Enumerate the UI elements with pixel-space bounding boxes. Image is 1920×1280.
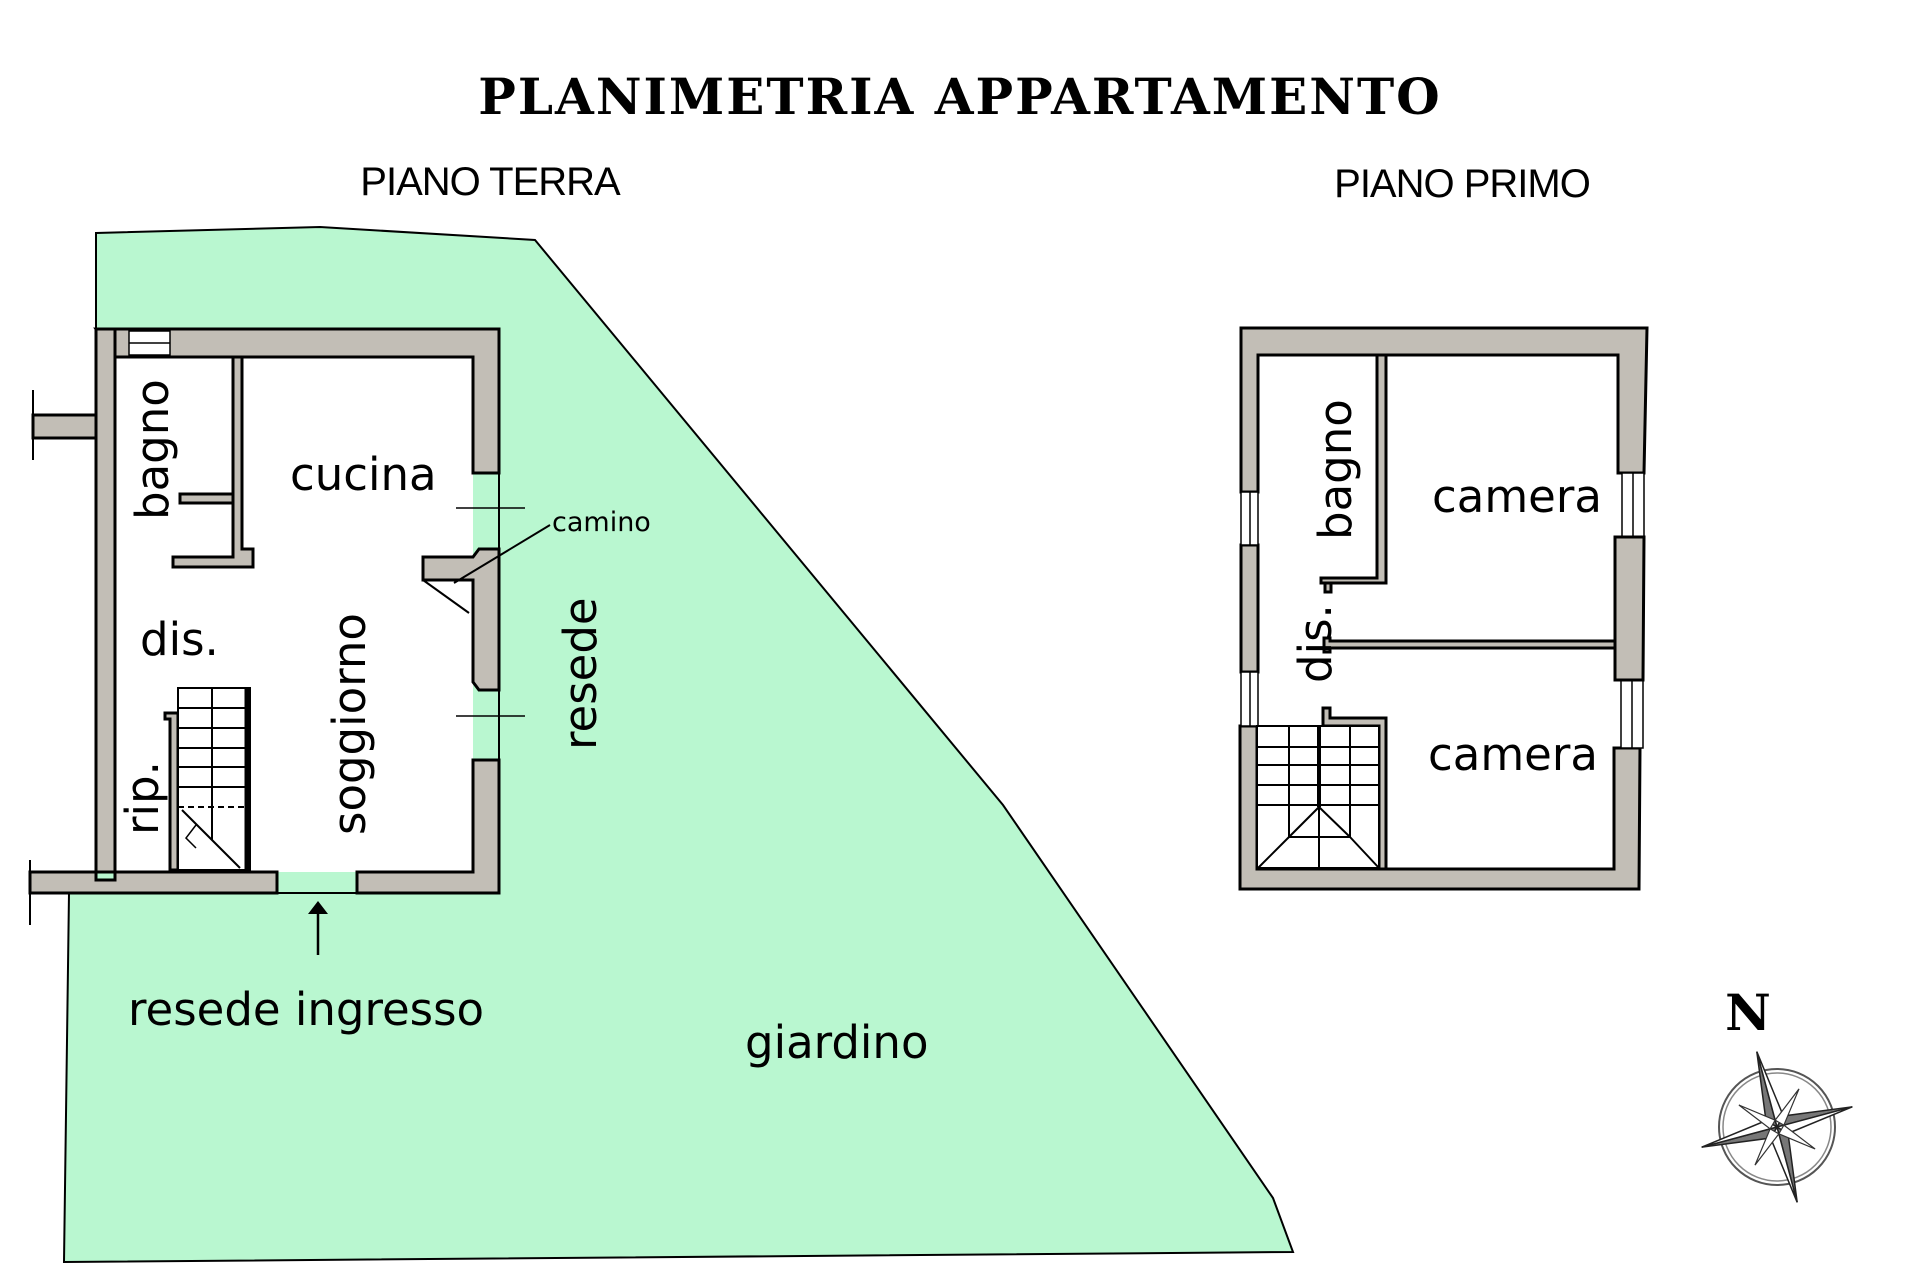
partition-camere	[1322, 636, 1617, 654]
page-title: PLANIMETRIA APPARTAMENTO	[478, 67, 1441, 126]
compass-rose-icon	[1701, 1051, 1853, 1203]
entrance-arrow-head	[308, 901, 328, 914]
ground-floor-plan	[28, 327, 551, 955]
staircase-first	[1256, 725, 1380, 869]
room-label-dis-first: dis.	[1289, 604, 1342, 683]
label-giardino: giardino	[745, 1016, 928, 1069]
room-label-rip: rip.	[116, 761, 169, 835]
staircase-ground	[177, 687, 251, 871]
window-right-first	[1620, 472, 1645, 749]
label-camino: camino	[552, 507, 651, 538]
label-resede-ingresso: resede ingresso	[128, 983, 484, 1036]
wall-left	[94, 327, 117, 874]
window-left-first	[1240, 491, 1259, 727]
partition-bagno-cucina	[171, 355, 255, 569]
wall-stub-left	[31, 413, 98, 440]
room-label-cucina: cucina	[290, 448, 437, 501]
fireplace-wall	[421, 547, 501, 692]
floor-title-first: PIANO PRIMO	[1334, 162, 1590, 206]
wall-left-mid-first	[1239, 543, 1260, 674]
room-label-dis-ground: dis.	[140, 613, 219, 666]
floor-title-ground: PIANO TERRA	[360, 160, 621, 204]
first-floor-plan	[1238, 326, 1649, 891]
room-label-bagno-first: bagno	[1309, 399, 1362, 540]
camino-leader	[453, 524, 551, 584]
fireplace-hood	[422, 579, 470, 614]
partition-bagno-stub	[1323, 581, 1333, 594]
north-label: N	[1725, 983, 1771, 1042]
room-label-camera-1: camera	[1432, 470, 1602, 523]
wall-pier-right-first	[1613, 535, 1646, 682]
wall-bottom-left	[28, 870, 279, 895]
room-label-camera-2: camera	[1428, 728, 1598, 781]
label-resede: resede	[554, 597, 607, 750]
partition-bagno-small	[178, 492, 235, 505]
partition-bagno-first	[1319, 353, 1388, 585]
room-label-bagno-ground: bagno	[126, 379, 179, 520]
room-label-soggiorno: soggiorno	[323, 613, 376, 835]
